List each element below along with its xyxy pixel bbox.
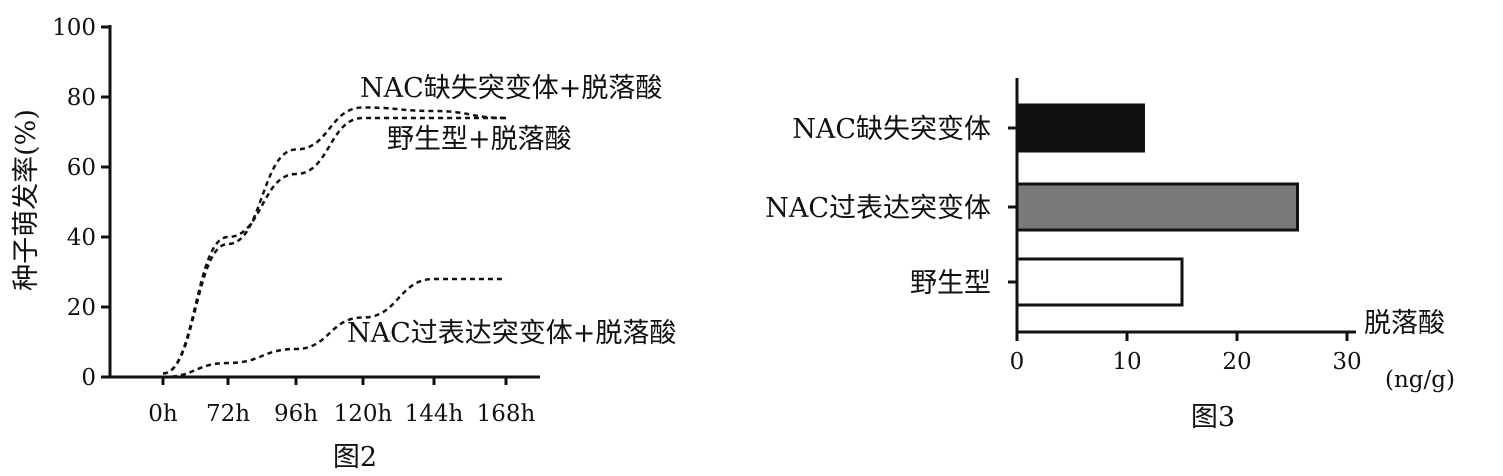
- x-tick-label-fig3: 0: [1010, 349, 1025, 375]
- category-label-nac-deletion: NAC缺失突变体: [792, 114, 991, 145]
- y-tick-label-fig2: 40: [67, 225, 96, 251]
- x-tick-label-fig2: 0h: [148, 401, 178, 427]
- x-tick-label-fig2: 120h: [334, 401, 393, 427]
- x-tick-label-fig3: 30: [1332, 349, 1361, 375]
- x-tick-label-fig2: 144h: [405, 401, 464, 427]
- caption-fig2: 图2: [333, 442, 377, 473]
- y-tick-label-fig2: 0: [81, 365, 96, 391]
- category-label-nac-overexpression: NAC过表达突变体: [765, 193, 991, 224]
- bar-wildtype: [1015, 257, 1184, 307]
- series-label-nac-deletion-aba: NAC缺失突变体+脱落酸: [360, 73, 662, 104]
- x-tick-label-fig3: 10: [1112, 349, 1141, 375]
- caption-fig3: 图3: [1191, 402, 1235, 433]
- bar-nac-deletion: [1015, 103, 1145, 153]
- y-tick-label-fig2: 20: [67, 295, 96, 321]
- x-axis-unit-fig3: (ng/g): [1385, 367, 1455, 393]
- category-label-wildtype: 野生型: [910, 268, 991, 299]
- series-label-wildtype-aba: 野生型+脱落酸: [387, 124, 572, 155]
- x-tick-label-fig2: 72h: [206, 401, 250, 427]
- series-line-nac-deletion-aba: [162, 106, 507, 375]
- bar-nac-overexpression: [1015, 182, 1299, 232]
- y-tick-label-fig2: 80: [67, 85, 96, 111]
- x-tick-label-fig2: 96h: [274, 401, 318, 427]
- series-line-wildtype-aba: [162, 116, 506, 375]
- x-axis-label-fig3: 脱落酸: [1364, 308, 1445, 339]
- series-label-nac-overexpression-aba: NAC过表达突变体+脱落酸: [347, 318, 676, 349]
- y-tick-label-fig2: 60: [67, 155, 96, 181]
- line-chart-fig2: 0 20 40 60 80 100 0h 72h 96h 120h 144h 168h 种子萌发率(…: [11, 15, 676, 473]
- series-line-nac-overexpression-aba: [162, 277, 506, 379]
- y-tick-label-fig2: 100: [52, 15, 96, 41]
- y-axis-label-fig2: 种子萌发率(%): [11, 109, 42, 291]
- x-tick-label-fig3: 20: [1222, 349, 1251, 375]
- x-tick-label-fig2: 168h: [477, 401, 536, 427]
